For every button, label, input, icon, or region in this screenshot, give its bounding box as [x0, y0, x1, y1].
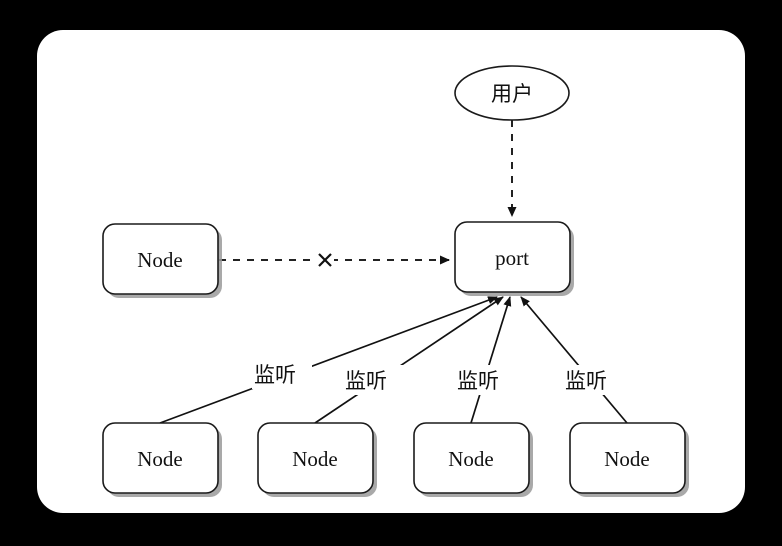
- listener-node-box-3[interactable]: Node: [413, 422, 533, 497]
- blocked-cross-icon: [318, 253, 332, 267]
- listener-node-box-4[interactable]: Node: [569, 422, 689, 497]
- listener-edge-label-4: 监听: [565, 369, 607, 393]
- actor-user-label: 用户: [491, 82, 533, 106]
- listener-edge-4: [520, 296, 628, 424]
- actor-user-ellipse[interactable]: 用户: [454, 65, 570, 121]
- port-label: port: [495, 246, 529, 270]
- blocked-node-label: Node: [137, 248, 183, 272]
- listener-node-label-1: Node: [137, 447, 183, 471]
- port-box[interactable]: port: [454, 221, 574, 296]
- blocked-node-box[interactable]: Node: [102, 223, 222, 298]
- listener-edges: [159, 296, 628, 424]
- listener-edge-2: [314, 296, 504, 424]
- listener-node-box-1[interactable]: Node: [102, 422, 222, 497]
- listener-node-label-2: Node: [292, 447, 338, 471]
- listener-edge-label-1: 监听: [254, 363, 296, 387]
- blocked-node-to-port-edge: [219, 250, 450, 270]
- listener-edge-label-3: 监听: [457, 369, 499, 393]
- listener-edge-labels: 监听 监听 监听 监听: [252, 359, 623, 395]
- listener-node-box-2[interactable]: Node: [257, 422, 377, 497]
- listener-edge-1: [159, 296, 498, 424]
- listener-node-label-3: Node: [448, 447, 494, 471]
- listener-edge-label-2: 监听: [345, 369, 387, 393]
- listener-node-label-4: Node: [604, 447, 650, 471]
- listener-edge-3: [470, 296, 512, 424]
